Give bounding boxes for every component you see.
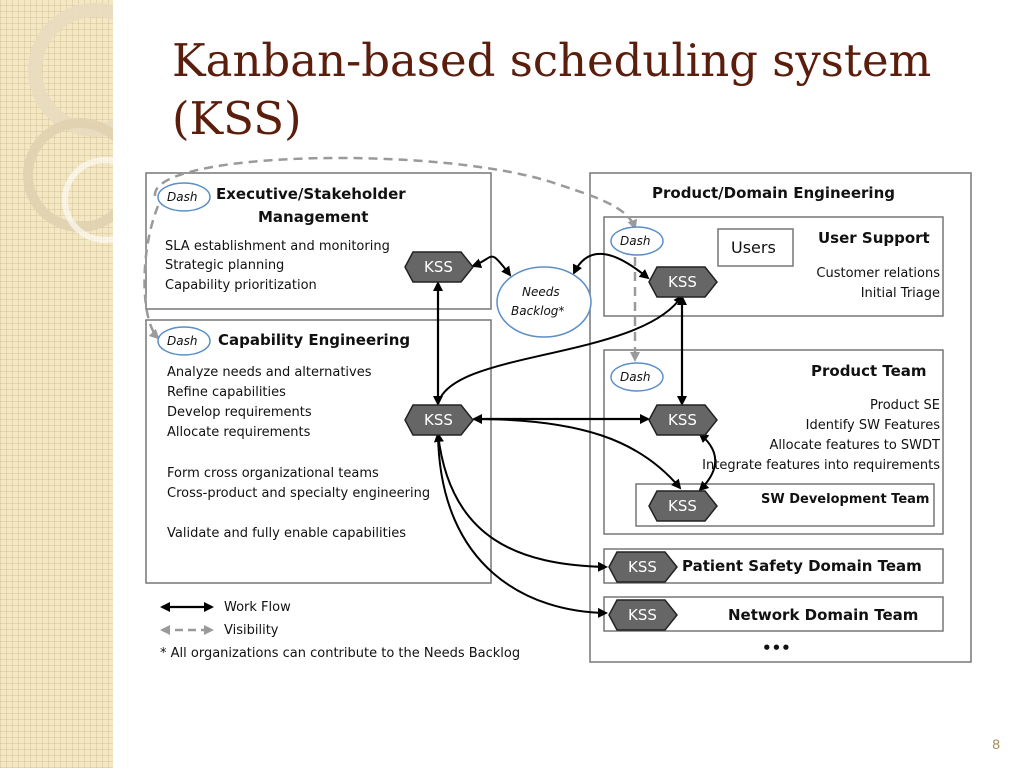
kss-node-patient (608, 551, 678, 583)
exec-item: Capability prioritization (165, 278, 317, 293)
dash-label-cap: Dash (167, 334, 198, 348)
dash-node-exec (157, 182, 211, 212)
capeng-item: Allocate requirements (167, 425, 311, 440)
flow-cap-usersupport (437, 294, 684, 405)
network-title: Network Domain Team (728, 606, 919, 624)
flow-needs-kss-usersupport (572, 252, 650, 280)
capeng-title: Capability Engineering (218, 331, 411, 349)
kss-node-swdev (648, 490, 718, 522)
exec-title-line2: Management (258, 208, 369, 226)
users-label: Users (731, 238, 776, 257)
visibility-arrow-exec-product (153, 156, 638, 230)
sw-dev-title: SW Development Team (761, 492, 930, 507)
product-team-title: Product Team (811, 362, 927, 380)
product-title: Product/Domain Engineering (652, 184, 895, 202)
backlog-label: Backlog* (511, 304, 565, 318)
more-teams-ellipsis: ••• (762, 639, 791, 657)
kss-label-exec: KSS (424, 258, 453, 276)
kss-label-patient: KSS (628, 558, 657, 576)
dash-node-usersupport (610, 226, 664, 256)
user-support-item: Customer relations (816, 266, 940, 281)
dash-label-productteam: Dash (620, 370, 651, 384)
dash-label-usersupport: Dash (620, 234, 651, 248)
dash-node-cap (157, 326, 211, 356)
slide-title: Kanban-based scheduling system (KSS) (172, 34, 932, 145)
kss-label-network: KSS (628, 606, 657, 624)
dash-label-exec: Dash (167, 190, 198, 204)
product-team-item: Integrate features into requirements (702, 458, 940, 473)
legend-footnote: * All organizations can contribute to th… (160, 646, 521, 661)
flow-kss-exec-needs (471, 255, 512, 277)
dash-node-productteam (610, 362, 664, 392)
capeng-item: Refine capabilities (167, 385, 286, 400)
exec-box (145, 172, 492, 310)
users-box (717, 228, 794, 267)
capeng-item: Validate and fully enable capabilities (167, 526, 407, 541)
kss-node-network (608, 599, 678, 631)
needs-backlog-node (496, 266, 592, 338)
legend-workflow-label: Work Flow (224, 600, 291, 615)
flow-cap-patient (433, 432, 608, 572)
kss-label-swdev: KSS (668, 497, 697, 515)
user-support-item: Initial Triage (860, 286, 940, 301)
flow-productteam-swdev (698, 432, 717, 492)
kss-node-productteam (648, 404, 718, 436)
product-team-item: Allocate features to SWDT (769, 438, 941, 453)
user-support-title: User Support (818, 229, 930, 247)
kss-label-productteam: KSS (668, 411, 697, 429)
kss-node-cap (404, 404, 474, 436)
visibility-arrow-exec-cap (143, 205, 160, 340)
slide-number: 8 (992, 736, 1000, 752)
legend-visibility-label: Visibility (224, 623, 279, 638)
flow-cap-network (437, 433, 608, 618)
sidebar-decoration (0, 0, 162, 768)
capeng-item: Form cross organizational teams (167, 466, 379, 481)
sw-dev-box (635, 483, 935, 527)
exec-title-line1: Executive/Stakeholder (216, 185, 406, 203)
needs-label: Needs (522, 285, 560, 299)
product-team-item: Product SE (870, 398, 940, 413)
patient-safety-title: Patient Safety Domain Team (682, 557, 922, 575)
product-team-item: Identify SW Features (805, 418, 940, 433)
kss-label-usersupport: KSS (668, 273, 697, 291)
kss-label-cap: KSS (424, 411, 453, 429)
capeng-item: Cross-product and specialty engineering (167, 486, 431, 501)
capeng-item: Develop requirements (167, 405, 312, 420)
kss-node-usersupport (648, 266, 718, 298)
flow-cap-swdev (473, 418, 682, 490)
exec-item: SLA establishment and monitoring (165, 239, 390, 254)
capeng-item: Analyze needs and alternatives (167, 365, 372, 380)
kss-node-exec (404, 251, 474, 283)
exec-item: Strategic planning (165, 258, 285, 273)
